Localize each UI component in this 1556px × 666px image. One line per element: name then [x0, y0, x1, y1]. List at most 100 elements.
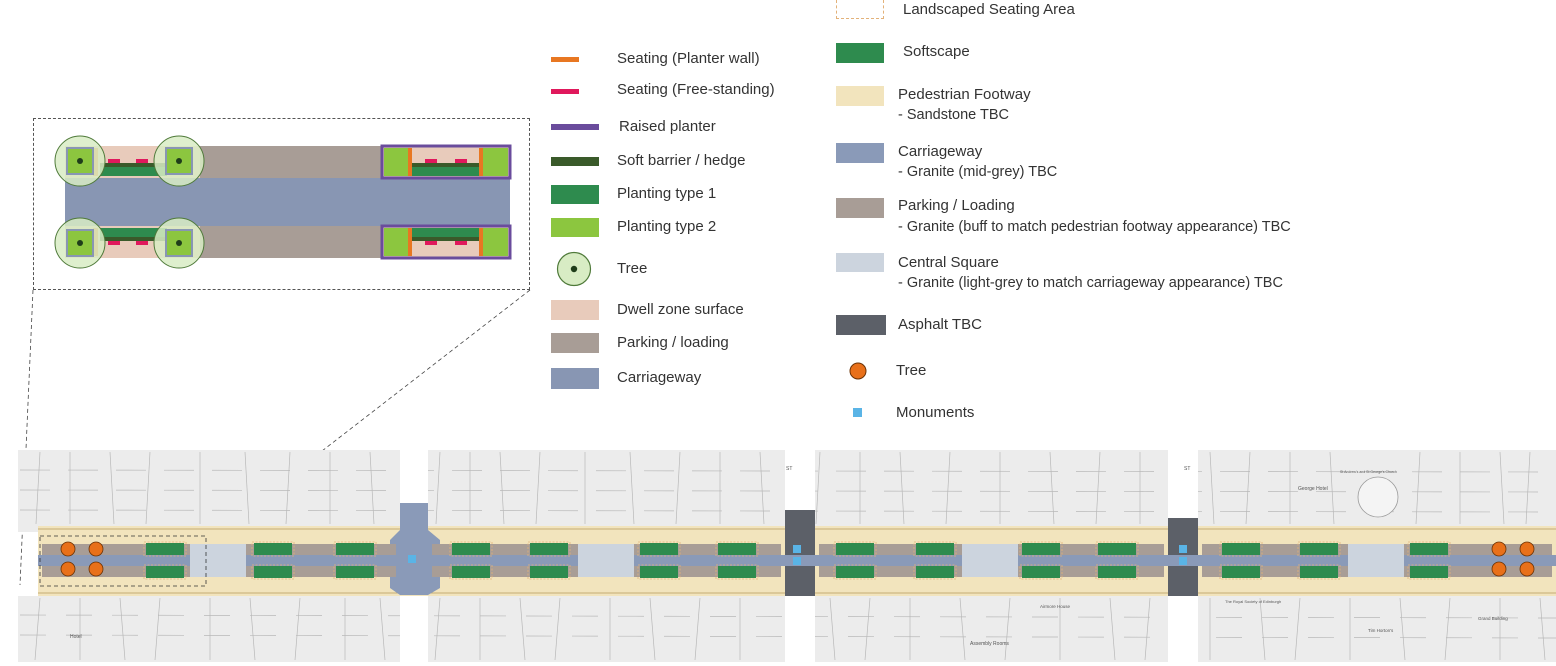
map-landscaped-seating-north	[913, 541, 957, 557]
map-landscaped-seating-north	[833, 541, 877, 557]
building-edge	[1444, 597, 1451, 661]
map-inset-selection	[39, 535, 207, 587]
map-softscape-planter-north	[640, 543, 678, 555]
map-softscape-planter-south	[640, 566, 678, 578]
legend-label-asphalt: Asphalt TBC	[898, 316, 982, 333]
seating-free-standing-swatch	[551, 89, 579, 94]
map-central-square	[1348, 544, 1404, 577]
legend-label-parking-main: Parking / Loading	[898, 197, 1015, 214]
legend-label-carriageway-main: Carriageway	[898, 143, 983, 160]
map-central-square	[190, 544, 246, 577]
building-edge	[899, 451, 905, 525]
legend-sub-central-square: - Granite (light-grey to match carriagew…	[898, 275, 1283, 291]
map-tree	[1519, 561, 1535, 577]
map-landscaped-seating-south	[637, 564, 681, 580]
legend-label-softscape: Softscape	[903, 43, 970, 60]
building-edge	[249, 597, 256, 661]
building-edge	[649, 597, 656, 661]
legend-label-seating-planter-wall: Seating (Planter wall)	[617, 50, 760, 67]
building-edge	[1109, 597, 1116, 661]
map-softscape-planter-north	[1222, 543, 1260, 555]
map-tree	[1519, 541, 1535, 557]
legend-label-carriageway: Carriageway	[617, 369, 702, 386]
inset-carriageway	[65, 178, 510, 226]
map-tree	[60, 541, 76, 557]
map-softscape-planter-south	[146, 566, 184, 578]
legend-label-tree: Tree	[617, 260, 648, 277]
map-softscape-planter-north	[1300, 543, 1338, 555]
cross-street-south-3	[1168, 596, 1198, 662]
parking-main-swatch	[836, 198, 884, 218]
map-softscape-planter-south	[254, 566, 292, 578]
cross-street-1	[390, 503, 440, 595]
legend-label-raised-planter: Raised planter	[619, 118, 716, 135]
building-edge	[1499, 451, 1505, 525]
map-softscape-planter-south	[836, 566, 874, 578]
map-tree	[1491, 561, 1507, 577]
map-softscape-planter-north	[530, 543, 568, 555]
tree-dot-icon	[849, 362, 867, 380]
building-edge	[1294, 597, 1301, 661]
map-landscaped-seating-north	[1297, 541, 1341, 557]
building-edge	[629, 451, 635, 525]
inset-frame	[33, 118, 530, 290]
inset-parking-bottom	[200, 226, 383, 258]
map-landscaped-seating-south	[1095, 564, 1139, 580]
building-edge	[519, 597, 526, 661]
legend-label-planting-type-2: Planting type 2	[617, 218, 717, 235]
legend-label-dwell-zone: Dwell zone surface	[617, 301, 744, 318]
map-softscape-planter-south	[916, 566, 954, 578]
map-landscaped-seating-north	[251, 541, 295, 557]
legend-sub-parking: - Granite (buff to match pedestrian foot…	[898, 219, 1291, 235]
map-softscape-planter-north	[1410, 543, 1448, 555]
building-edge	[285, 451, 291, 525]
map-tree	[1491, 541, 1507, 557]
building-edge	[369, 451, 375, 525]
map-landscaped-seating-south	[1407, 564, 1451, 580]
map-softscape-planter-north	[1022, 543, 1060, 555]
map-landscaped-seating-south	[833, 564, 877, 580]
map-softscape-planter-north	[336, 543, 374, 555]
monument-icon	[853, 408, 862, 417]
building-edge	[145, 451, 151, 525]
map-softscape-planter-south	[1098, 566, 1136, 578]
cross-street-north-3	[1168, 450, 1198, 518]
map-landscaped-seating-north	[1219, 541, 1263, 557]
raised-planter-swatch	[551, 124, 599, 130]
map-landscaped-seating-north	[715, 541, 759, 557]
inset-block-right-top	[380, 144, 512, 180]
building-edge	[1095, 451, 1101, 525]
building-edge	[1399, 597, 1406, 661]
monument-marker-5	[1179, 557, 1187, 565]
legend-label-landscaped-seating: Landscaped Seating Area	[903, 1, 1075, 18]
map-landscaped-seating-south	[715, 564, 759, 580]
map-label-hotel: Hotel	[70, 634, 82, 640]
map-softscape-planter-north	[146, 543, 184, 555]
map-landscaped-seating-north	[1095, 541, 1139, 557]
building-edge	[35, 451, 41, 525]
legend-label-footway: Pedestrian Footway	[898, 86, 1031, 103]
asphalt-swatch	[836, 315, 886, 335]
map-softscape-planter-south	[1300, 566, 1338, 578]
map-central-square	[578, 544, 634, 577]
building-edge	[34, 597, 41, 661]
legend-label-tree-main: Tree	[896, 362, 927, 379]
building-edge	[435, 451, 441, 525]
carriageway-swatch	[551, 368, 599, 389]
building-edge	[759, 451, 765, 525]
monument-marker-1	[408, 555, 416, 563]
building-edge	[815, 451, 821, 525]
map-softscape-planter-south	[530, 566, 568, 578]
building-edge	[154, 597, 161, 661]
inset-tree-2	[153, 135, 205, 187]
legend-label-central-square: Central Square	[898, 254, 999, 271]
map-trees	[60, 541, 1535, 577]
map-softscape-planter-north	[916, 543, 954, 555]
legend-label-soft-barrier: Soft barrier / hedge	[617, 152, 746, 169]
map-landscaped-seating-south	[527, 564, 571, 580]
building-edge	[379, 597, 386, 661]
map-landscaped-seating-north	[333, 541, 377, 557]
parking-loading-swatch	[551, 333, 599, 353]
building-edge	[1539, 597, 1546, 661]
